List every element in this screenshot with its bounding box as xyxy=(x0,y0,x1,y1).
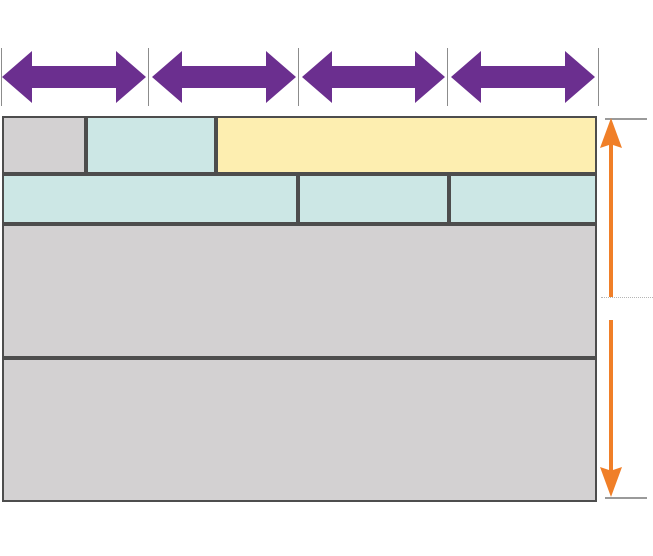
vertical-measure-arrow-upper xyxy=(599,118,623,297)
arrow-down-icon xyxy=(600,320,622,497)
cell-r2-c1 xyxy=(2,174,298,224)
vertical-measure-arrow-lower xyxy=(599,320,623,497)
cell-r1-c1 xyxy=(2,116,86,174)
double-headed-arrow-icon xyxy=(302,51,445,103)
span-tick-0 xyxy=(1,48,2,106)
cell-r1-c2 xyxy=(86,116,216,174)
span-tick-4 xyxy=(598,48,599,106)
double-headed-arrow-icon xyxy=(451,51,595,103)
span-tick-1 xyxy=(148,48,149,106)
horizontal-span-arrow-2 xyxy=(152,48,296,106)
double-headed-arrow-icon xyxy=(2,51,146,103)
double-headed-arrow-icon xyxy=(152,51,296,103)
measure-cap-top xyxy=(605,118,647,120)
span-tick-3 xyxy=(447,48,448,106)
measure-break-dotted-line xyxy=(601,297,653,298)
horizontal-span-arrow-1 xyxy=(2,48,146,106)
measure-cap-bottom xyxy=(605,497,647,499)
span-tick-2 xyxy=(298,48,299,106)
cell-r1-c3 xyxy=(216,116,597,174)
cell-r2-c3 xyxy=(449,174,597,224)
cell-r3-c1 xyxy=(2,224,597,358)
horizontal-span-arrow-3 xyxy=(302,48,445,106)
cell-r4-c1 xyxy=(2,358,597,502)
cell-r2-c2 xyxy=(298,174,449,224)
horizontal-span-arrow-4 xyxy=(451,48,595,106)
arrow-up-icon xyxy=(600,118,622,297)
